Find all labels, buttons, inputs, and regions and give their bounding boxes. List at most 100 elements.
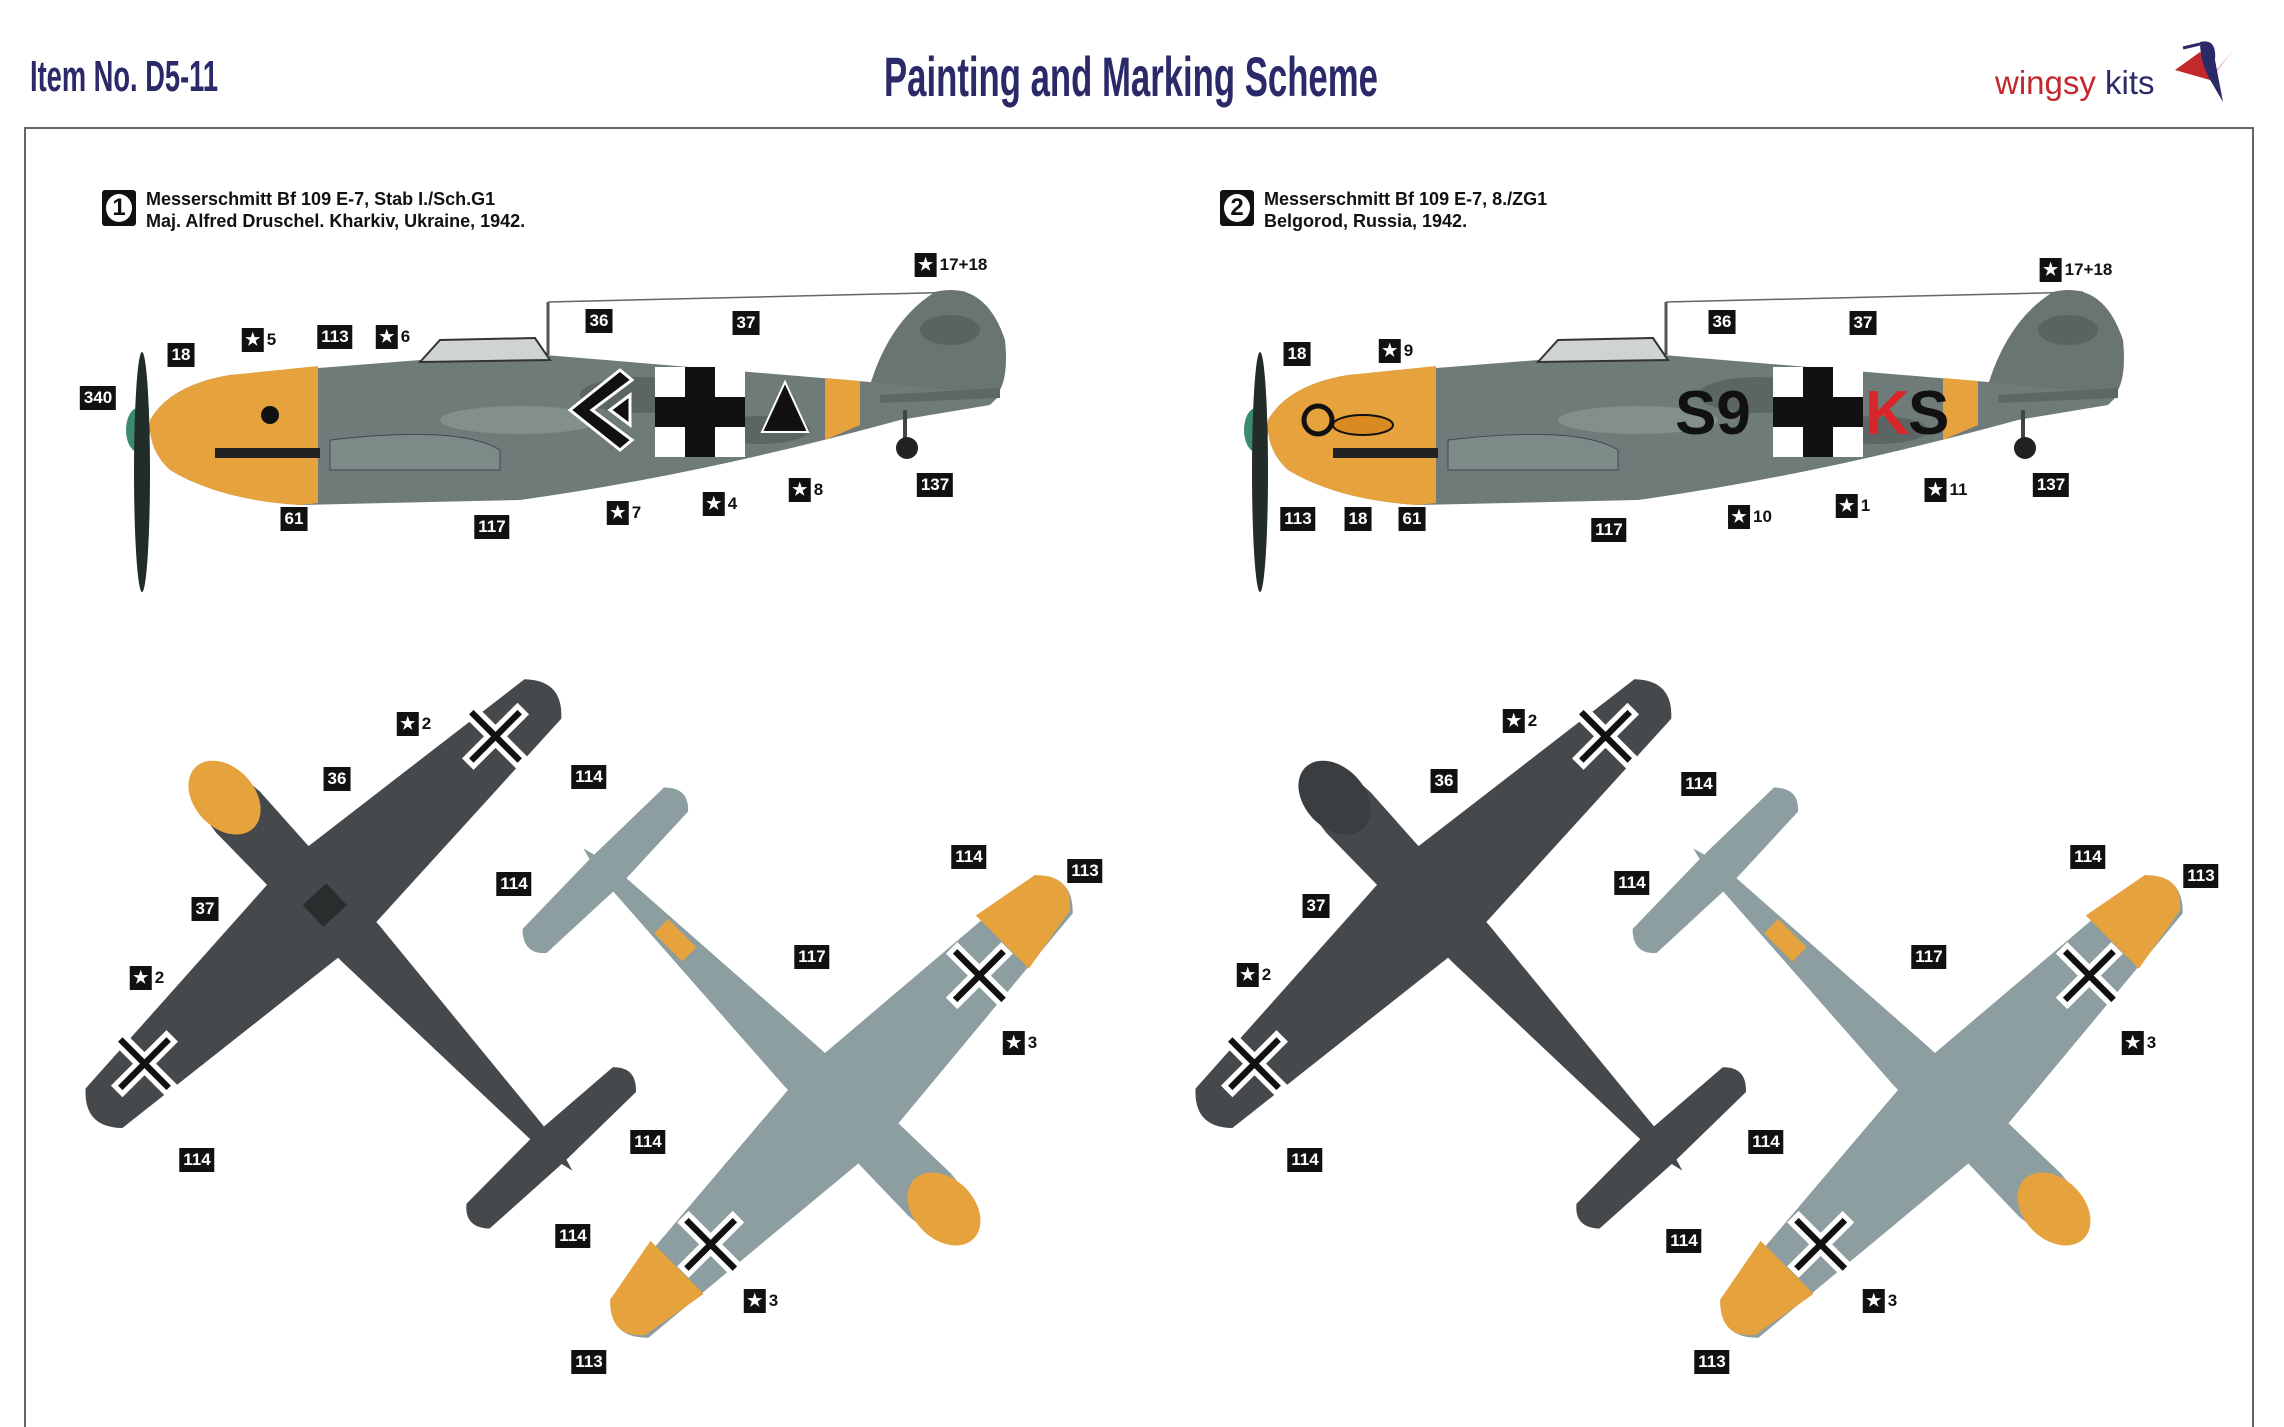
decal-callout: 114: [1666, 1229, 1702, 1253]
scheme-1-bottom-view: [361, 626, 1195, 1414]
callout-number: 17+18: [2064, 260, 2113, 279]
decal-callout: 114: [630, 1130, 666, 1154]
decal-callout-starred: ★2: [396, 712, 432, 736]
callout-number: 37: [732, 311, 760, 335]
star-icon: ★: [1002, 1031, 1025, 1055]
decal-callout: 18: [1344, 507, 1372, 531]
star-icon: ★: [2121, 1031, 2144, 1055]
callout-number: 114: [1666, 1229, 1702, 1253]
star-icon: ★: [606, 501, 629, 525]
decal-callout: 36: [1708, 310, 1736, 334]
decal-callout: 36: [585, 309, 613, 333]
star-icon: ★: [2039, 258, 2062, 282]
decal-callout: 137: [2032, 473, 2070, 497]
callout-number: 17+18: [939, 255, 988, 274]
decal-callout: 113: [317, 325, 353, 349]
decal-callout: 137: [916, 473, 954, 497]
callout-number: 7: [631, 503, 642, 522]
decal-callout: 114: [1614, 871, 1650, 895]
callout-number: 11: [1949, 480, 1968, 499]
star-icon: ★: [375, 325, 398, 349]
decal-callout-starred: ★8: [788, 478, 824, 502]
callout-number: 36: [1708, 310, 1736, 334]
decal-callout: 113: [1067, 859, 1103, 883]
callout-number: 36: [1430, 769, 1458, 793]
star-icon: ★: [1835, 494, 1858, 518]
star-icon: ★: [396, 712, 419, 736]
callout-number: 113: [1067, 859, 1103, 883]
callout-number: 5: [266, 330, 277, 349]
callout-number: 36: [323, 767, 351, 791]
decal-callout: 117: [474, 515, 510, 539]
callout-number: 37: [1849, 311, 1877, 335]
scheme-2-top-view: [1077, 554, 1912, 1385]
star-icon: ★: [914, 253, 937, 277]
scheme-2-side-profile: [1242, 288, 2126, 594]
star-icon: ★: [702, 492, 725, 516]
scheme-2-header: 2 Messerschmitt Bf 109 E-7, 8./ZG1 Belgo…: [1220, 188, 1547, 232]
decal-callout: 114: [951, 845, 987, 869]
callout-number: 2: [1527, 711, 1538, 730]
decal-callout: 36: [1430, 769, 1458, 793]
decal-callout: 37: [732, 311, 760, 335]
scheme-1-side-profile: [124, 288, 1008, 594]
scheme-2-aircraft: Messerschmitt Bf 109 E-7, 8./ZG1: [1264, 189, 1548, 209]
star-icon: ★: [788, 478, 811, 502]
decal-callout: 117: [794, 945, 830, 969]
callout-number: 113: [2183, 864, 2219, 888]
callout-number: 113: [317, 325, 353, 349]
decal-callout-starred: ★3: [2121, 1031, 2156, 1055]
star-icon: ★: [1728, 505, 1751, 529]
chevron-marking: [567, 368, 635, 452]
callout-number: 117: [794, 945, 830, 969]
callout-number: 114: [2070, 845, 2106, 869]
callout-number: 61: [280, 507, 308, 531]
decal-callout-starred: ★4: [702, 492, 738, 516]
callout-number: 37: [191, 897, 219, 921]
callout-number: 8: [813, 480, 824, 499]
decal-callout: 37: [191, 897, 219, 921]
callout-number: 3: [1027, 1033, 1038, 1052]
item-number: Item No. D5-11: [30, 52, 218, 101]
callout-number: 37: [1302, 894, 1330, 918]
callout-number: 113: [1280, 507, 1316, 531]
callout-number: 114: [496, 872, 532, 896]
callout-number: 3: [1887, 1291, 1898, 1310]
decal-callout: 113: [571, 1350, 607, 1374]
decal-callout: 114: [555, 1224, 591, 1248]
callout-number: 117: [1911, 945, 1947, 969]
callout-number: 18: [167, 343, 195, 367]
wingsy-kits-logo: wingsy kits: [1995, 30, 2245, 110]
decal-callout-starred: ★10: [1728, 505, 1772, 529]
callout-number: 3: [768, 1291, 779, 1310]
callout-number: 2: [421, 714, 432, 733]
decal-callout: 113: [1694, 1350, 1730, 1374]
decal-callout: 113: [2183, 864, 2219, 888]
decal-callout: 114: [2070, 845, 2106, 869]
callout-number: 114: [1681, 772, 1717, 796]
triangle-marking: [760, 379, 810, 433]
callout-number: 340: [79, 386, 117, 410]
fuselage-code-s9: S9: [1675, 379, 1751, 448]
star-icon: ★: [129, 966, 152, 990]
decal-callout-starred: ★7: [606, 501, 642, 525]
logo-brand-kits: kits: [2095, 64, 2155, 101]
callout-number: 114: [571, 765, 607, 789]
callout-number: 6: [400, 327, 411, 346]
decal-callout-starred: ★3: [743, 1289, 779, 1313]
decal-callout: 340: [79, 386, 117, 410]
callout-number: 61: [1398, 507, 1426, 531]
decal-callout-starred: ★2: [1236, 963, 1271, 987]
decal-callout: 18: [1283, 342, 1311, 366]
decal-callout: 114: [571, 765, 607, 789]
decal-callout: 114: [1748, 1130, 1784, 1154]
callout-number: 10: [1753, 507, 1772, 526]
decal-callout: 18: [167, 343, 195, 367]
star-icon: ★: [241, 328, 264, 352]
callout-number: 4: [727, 494, 738, 513]
scheme-number-badge: 2: [1220, 190, 1254, 226]
star-icon: ★: [1236, 963, 1259, 987]
decal-callout: 36: [323, 767, 351, 791]
decal-callout: 114: [1681, 772, 1717, 796]
decal-callout-starred: ★17+18: [2039, 258, 2113, 282]
